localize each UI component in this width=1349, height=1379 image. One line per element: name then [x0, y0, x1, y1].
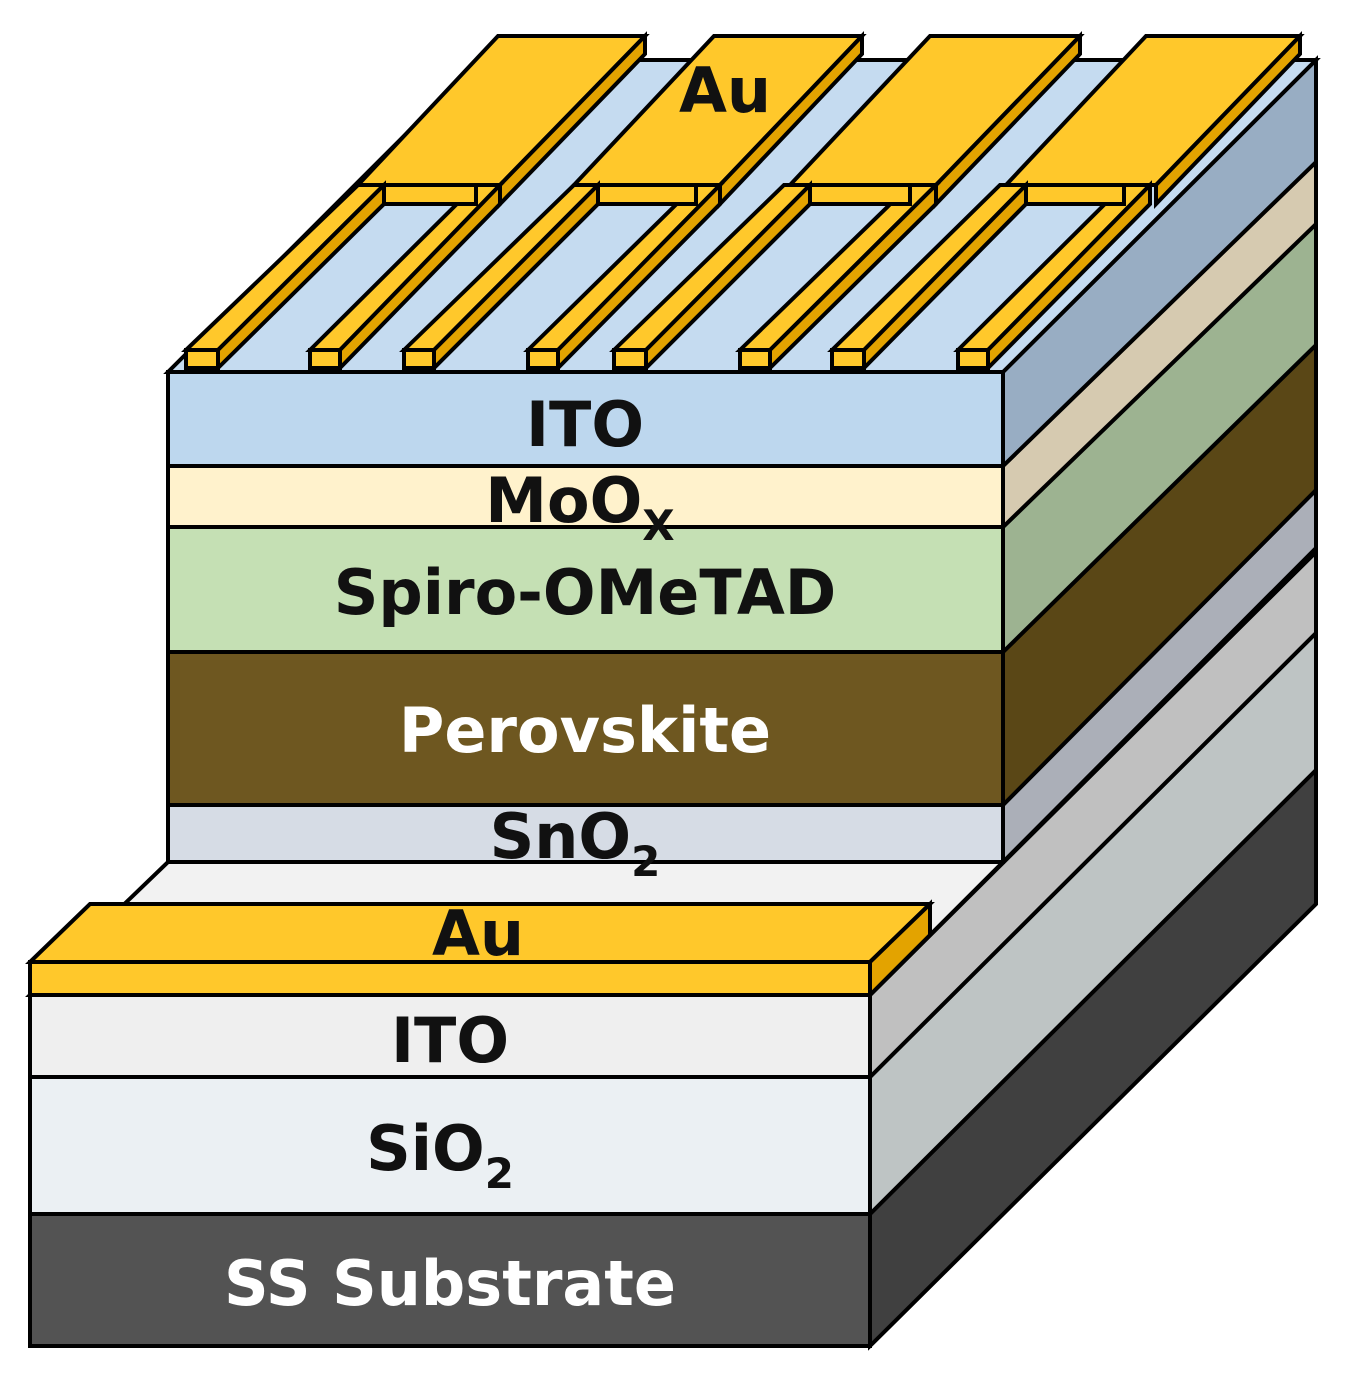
bottom-au-label: Au	[432, 897, 524, 970]
au-finger-end	[612, 348, 648, 370]
sno2-label: SnO2	[490, 800, 661, 886]
ito-bottom-label: ITO	[391, 1004, 509, 1077]
au-finger-end	[956, 348, 990, 370]
au-finger-end	[184, 348, 220, 370]
top-au-label: Au	[679, 54, 771, 127]
spiro-front	[166, 525, 1005, 654]
bottom-au-bar-front	[28, 960, 872, 997]
sno2-subscript: 2	[631, 837, 660, 886]
sno2-front	[166, 803, 1005, 864]
au-crossbar	[382, 183, 478, 206]
au-finger-end	[830, 348, 866, 370]
au-finger-end	[402, 348, 436, 370]
ito-top-label: ITO	[526, 388, 644, 461]
au-finger-end	[526, 348, 560, 370]
au-crossbar	[1024, 183, 1126, 206]
au-crossbar	[596, 183, 698, 206]
sio2-main: SiO	[366, 1112, 485, 1185]
au-finger-end	[308, 348, 342, 370]
sio2-front	[28, 1075, 872, 1216]
substrate-label: SS Substrate	[224, 1247, 676, 1320]
moox-main: MoO	[485, 464, 642, 537]
moox-label: MoOX	[485, 464, 674, 550]
spiro-label: Spiro-OMeTAD	[334, 556, 837, 629]
au-crossbar	[808, 183, 912, 206]
sio2-label: SiO2	[366, 1112, 514, 1198]
top-au-grid	[181, 31, 1305, 373]
ito-top-front	[166, 370, 1005, 468]
moox-subscript: X	[642, 501, 674, 550]
perovskite-label: Perovskite	[399, 694, 771, 767]
sno2-main: SnO	[490, 800, 632, 873]
au-pad-side	[1154, 31, 1302, 209]
au-finger-end	[738, 348, 772, 370]
moox-front	[166, 464, 1005, 529]
substrate-front	[28, 1212, 872, 1348]
perovskite-front	[166, 650, 1005, 807]
sio2-subscript: 2	[485, 1149, 514, 1198]
